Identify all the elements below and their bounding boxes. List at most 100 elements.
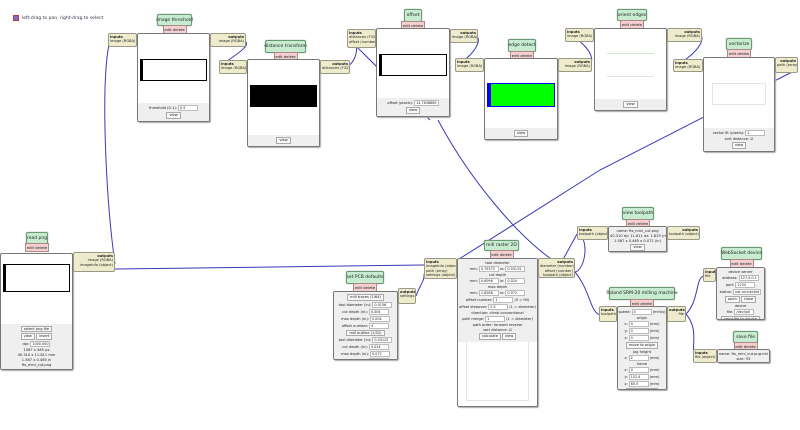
field-input[interactable]: 0.6096 <box>478 278 499 284</box>
view-button[interactable]: view <box>731 142 747 149</box>
output-port[interactable]: image (RGBA) <box>452 35 478 40</box>
field-input[interactable]: 1 <box>369 358 390 359</box>
input-port[interactable]: toolpath <box>601 312 616 317</box>
field-input[interactable]: 1 <box>745 130 766 137</box>
field-input[interactable]: 0.024 <box>368 344 389 351</box>
field-input[interactable]: 1 <box>493 297 514 303</box>
view-button[interactable]: view <box>20 333 35 340</box>
output-port[interactable]: image (RGBA) <box>87 258 113 263</box>
input-port[interactable]: file <box>705 274 711 279</box>
field-input[interactable]: 1234 <box>735 282 756 288</box>
mill-traces-1-64--button[interactable]: mill traces (1/64) <box>347 294 384 301</box>
output-port[interactable]: file <box>678 312 684 317</box>
view-button[interactable]: view <box>623 101 638 108</box>
field-input[interactable]: /dev/lp0 <box>734 308 755 315</box>
read_png-edit-delete-button[interactable]: edit delete <box>25 243 49 252</box>
move-to-home-button[interactable]: move to home <box>625 387 659 389</box>
input-port[interactable]: image (RGBA) <box>567 34 593 39</box>
field-input[interactable]: 0.03125 <box>505 266 526 272</box>
field-input[interactable]: 0.004 <box>368 308 389 315</box>
view-button[interactable]: view <box>630 244 645 251</box>
output-port[interactable]: toolpath (object) <box>543 273 573 278</box>
output-port[interactable]: imageInfo (object) <box>79 262 113 267</box>
field-input[interactable]: 1.8288 <box>478 290 499 296</box>
send-file-to-device-button[interactable]: send file to device <box>721 315 760 319</box>
mill-outline-1-32--button[interactable]: mill outline (1/32) <box>346 329 385 337</box>
select-png-file-button[interactable]: select png file <box>20 325 53 333</box>
calculate-button[interactable]: calculate <box>478 333 501 340</box>
input-port[interactable]: toolpath (object) <box>579 232 608 237</box>
input-port[interactable]: settings (object) <box>426 273 456 278</box>
field-input[interactable]: 1000.000 <box>30 341 51 347</box>
view-button[interactable]: view <box>166 112 181 119</box>
field-input[interactable]: 0.072 <box>369 351 390 358</box>
field-input[interactable]: 0.024 <box>505 278 526 284</box>
output-port[interactable]: diameter (number) <box>540 264 575 269</box>
open-button[interactable]: open <box>724 296 740 303</box>
input-port[interactable]: distances (F32) <box>349 35 376 40</box>
field-input[interactable]: 0 <box>628 335 649 341</box>
field-input[interactable]: 0.79375 <box>478 266 499 272</box>
input-port[interactable]: image (RGBA) <box>675 65 701 70</box>
invert-button[interactable]: invert <box>35 333 53 340</box>
move-to-origin-button[interactable]: move to origin <box>625 342 659 349</box>
field-input[interactable]: 14.7638889 <box>414 100 439 107</box>
output-port[interactable]: toolpath (object) <box>669 232 699 237</box>
input-port[interactable]: path (array) <box>426 268 448 273</box>
field-input[interactable]: 0.5 <box>488 304 509 310</box>
input-port[interactable]: offset (number) <box>349 39 376 44</box>
input-port[interactable]: image (RGBA) <box>110 39 136 44</box>
input-port[interactable]: imageInfo (object) <box>426 264 457 269</box>
field-input[interactable]: 0 <box>628 366 649 373</box>
close-button[interactable]: close <box>740 296 757 303</box>
output-port[interactable]: offset (number) <box>544 268 573 273</box>
field-input[interactable]: not connected <box>732 289 762 295</box>
field-input[interactable]: 2 <box>628 354 649 361</box>
field-input[interactable]: 0 <box>628 321 649 327</box>
field-input[interactable]: 4 <box>631 309 652 315</box>
output-port[interactable]: image (RGBA) <box>218 39 244 44</box>
checkbox[interactable]: ☑ <box>750 137 754 142</box>
checkbox[interactable]: ☑ <box>508 328 512 332</box>
field-input[interactable]: 60.5 <box>628 380 649 387</box>
view-button[interactable]: view <box>501 333 517 340</box>
output-port[interactable]: image (RGBA) <box>564 64 590 69</box>
output-port[interactable]: image (RGBA) <box>674 34 700 39</box>
field-input[interactable]: 0.0156 <box>372 301 393 308</box>
view-button[interactable]: view <box>276 137 291 144</box>
field-input[interactable]: 0.03125 <box>372 337 393 344</box>
output-port[interactable]: path (array) <box>777 63 798 68</box>
field-input[interactable]: 0.004 <box>369 315 390 322</box>
field-input[interactable]: 0 <box>628 328 649 334</box>
field-input[interactable]: 127.0.0.1 <box>738 275 759 281</box>
field-input[interactable]: 4 <box>369 322 390 329</box>
input-port[interactable]: file (object) <box>695 355 716 360</box>
input-port[interactable]: image (RGBA) <box>221 66 247 71</box>
output-port[interactable]: settings <box>400 294 415 299</box>
view-button[interactable]: view <box>513 130 529 137</box>
output-port[interactable]: distances (F32) <box>322 66 350 71</box>
field-input[interactable]: 0.5 <box>177 105 198 112</box>
